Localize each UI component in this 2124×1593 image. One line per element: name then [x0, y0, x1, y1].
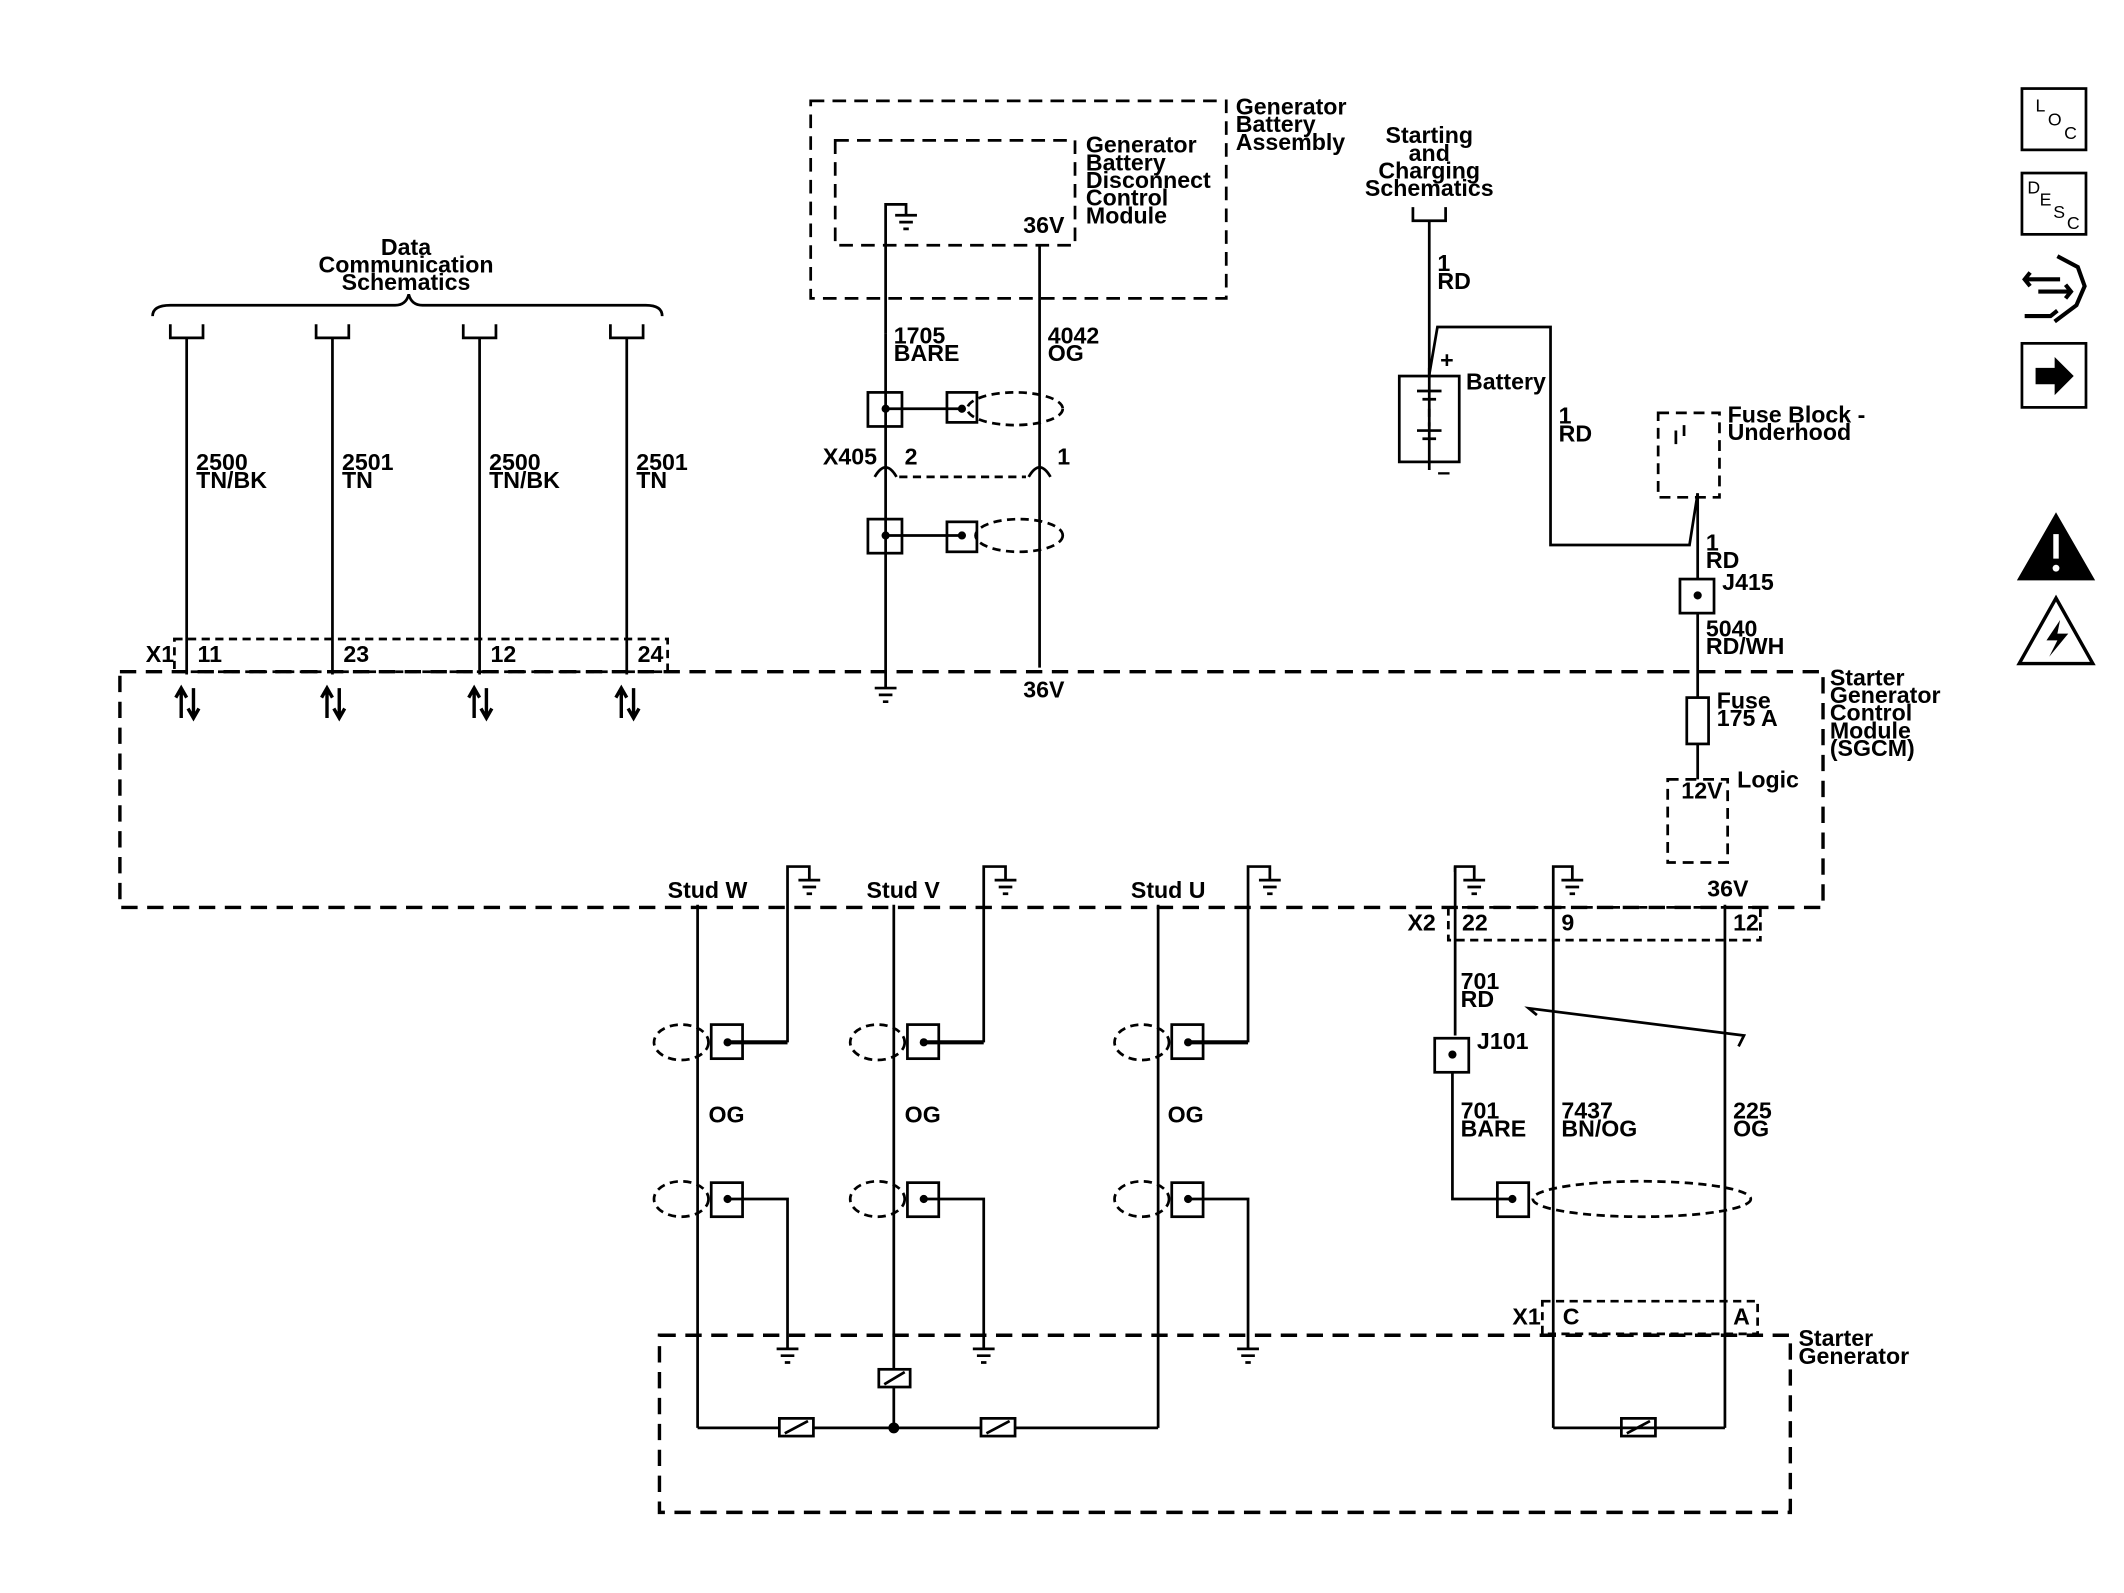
x1-bottom-label: X1: [1512, 1303, 1540, 1329]
battery-label: Battery: [1466, 369, 1546, 395]
twisted-pair-mark: [1524, 1006, 1747, 1048]
wire-label: OG: [709, 1102, 745, 1128]
stud-w-label: Stud W: [668, 877, 748, 903]
wire-7437: [1551, 865, 1584, 1428]
connector-repair-icon: [2022, 254, 2087, 324]
svg-text:E: E: [2040, 190, 2052, 210]
phase-w: [652, 865, 821, 1428]
x2-connector-box: [1446, 906, 1762, 942]
ground-icon: [1453, 865, 1486, 896]
36v-x2-label: 36V: [1707, 876, 1749, 902]
loc-icon: L O C: [2036, 96, 2078, 143]
svg-text:C: C: [2067, 213, 2080, 233]
x1-connector-box: [173, 637, 669, 674]
wire-label: OG: [1168, 1102, 1204, 1128]
module-ground-icon: [884, 203, 917, 334]
connector-button[interactable]: [2022, 254, 2087, 324]
bidirectional-arrow-icon: [174, 684, 641, 722]
svg-text:O: O: [2048, 109, 2062, 129]
j101-label: J101: [1477, 1028, 1529, 1054]
ground-icon: [874, 686, 897, 704]
shield-ellipse: [966, 391, 1065, 427]
x1-bottom-pin-label: C: [1563, 1303, 1580, 1329]
36v-sgcm-label: 36V: [1023, 677, 1065, 703]
x1-pin-label: 12: [490, 641, 516, 667]
svg-text:S: S: [2053, 202, 2065, 222]
generator-battery-assembly-box: [809, 99, 1228, 300]
x2-pin-label: 9: [1561, 910, 1574, 936]
data-comm-bracket: [151, 293, 664, 317]
x1-pin-label: 23: [343, 641, 369, 667]
x1-bottom-pin-label: A: [1733, 1303, 1750, 1329]
x1-starter-connector-box: [1540, 1299, 1759, 1336]
x405-label: X405: [823, 444, 877, 470]
next-button[interactable]: [2020, 341, 2088, 409]
stud-v-label: Stud V: [867, 877, 941, 903]
fuse-block-box: [1656, 411, 1721, 499]
x405-pin-1: [1027, 466, 1052, 478]
battery-plus-label: +: [1440, 347, 1454, 373]
svg-text:L: L: [2036, 96, 2046, 116]
desc-button[interactable]: [2020, 171, 2088, 236]
x2-pin-label: 22: [1462, 910, 1488, 936]
svg-text:D: D: [2027, 177, 2040, 197]
wire-label: OG: [905, 1102, 941, 1128]
disconnect-module-box: [833, 138, 1077, 247]
data-comm-connector-icon: [168, 324, 645, 340]
x405-pin-2: [873, 466, 898, 478]
x2-pin-label: 12: [1733, 910, 1759, 936]
starting-charging-connector-icon: [1411, 207, 1447, 223]
shield-ellipse: [974, 517, 1065, 554]
x405-pin2-label: 2: [905, 444, 918, 470]
x1-pin-label: 24: [638, 641, 664, 667]
x405-pin1-label: 1: [1057, 444, 1070, 470]
starter-generator-box: [657, 1333, 1793, 1515]
36v-module-label: 36V: [1023, 212, 1065, 238]
phase-v: [848, 865, 1017, 1428]
battery-minus-label: –: [1437, 459, 1450, 485]
shield-ellipse: [1531, 1179, 1753, 1219]
svg-text:C: C: [2064, 123, 2077, 143]
j415-label: J415: [1722, 569, 1774, 595]
x2-label: X2: [1407, 910, 1435, 936]
high-voltage-icon: [2016, 594, 2096, 666]
fuse-icon: [1685, 696, 1710, 746]
caution-icon: [2016, 512, 2096, 581]
x1-top-label: X1: [146, 641, 174, 667]
fuse-block-label: Fuse Block -Underhood: [1728, 401, 1866, 445]
12v-label: 12V: [1681, 777, 1723, 803]
right-arrow-icon: [2035, 356, 2074, 396]
desc-icon: D E S C: [2027, 177, 2080, 232]
x1-pin-label: 11: [198, 641, 223, 667]
stud-u-label: Stud U: [1131, 877, 1206, 903]
sgcm-box: [118, 670, 1825, 910]
winding-icon: [777, 1367, 1657, 1438]
logic-label: Logic: [1737, 767, 1799, 793]
loc-button[interactable]: [2020, 87, 2088, 152]
phase-u: [1113, 865, 1281, 1428]
